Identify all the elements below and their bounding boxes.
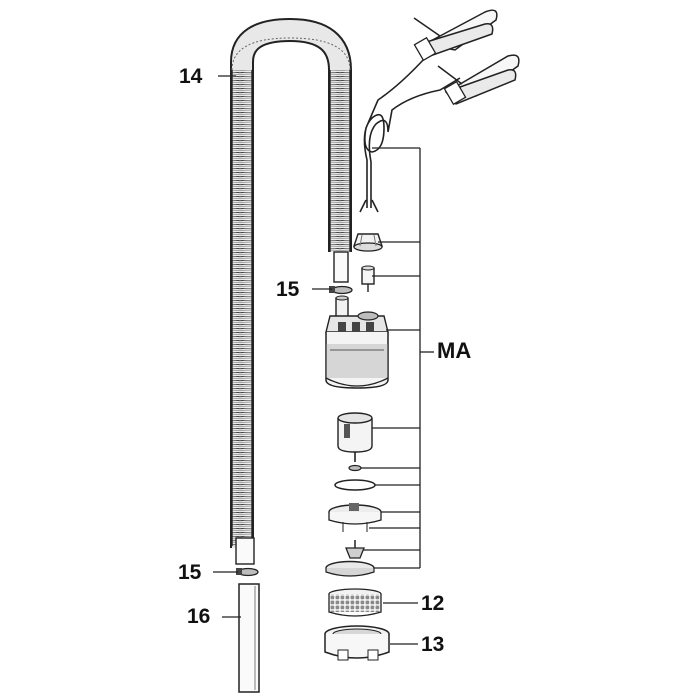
outlet-nozzle xyxy=(335,295,349,321)
leader-lines xyxy=(213,75,434,645)
battery-clip-black xyxy=(437,54,520,106)
base-ring xyxy=(324,625,390,661)
hose-clamp-top xyxy=(329,285,353,295)
dc-motor xyxy=(337,412,373,462)
battery-clip-red xyxy=(413,9,498,62)
o-ring xyxy=(334,479,376,491)
callout-clamp-bottom: 15 xyxy=(178,561,202,584)
shaft-seal xyxy=(348,464,362,472)
callout-pump-assembly: MA xyxy=(437,338,472,363)
rigid-pipe xyxy=(238,583,260,693)
corrugated-hose xyxy=(230,17,352,565)
motor-housing xyxy=(325,311,389,389)
callout-base-ring: 13 xyxy=(421,633,445,656)
pump-chamber xyxy=(328,503,382,532)
callout-clamp-top: 15 xyxy=(276,278,300,301)
power-cable xyxy=(359,57,461,213)
impeller xyxy=(345,540,365,559)
cable-seal xyxy=(361,265,375,292)
strainer-screen xyxy=(328,588,382,617)
callout-pipe: 16 xyxy=(187,605,211,628)
callout-hose: 14 xyxy=(179,65,203,88)
hose-clamp-bottom xyxy=(236,567,259,577)
cable-gland-nut xyxy=(353,233,383,252)
callout-strainer: 12 xyxy=(421,592,445,615)
base-plate xyxy=(325,560,375,577)
